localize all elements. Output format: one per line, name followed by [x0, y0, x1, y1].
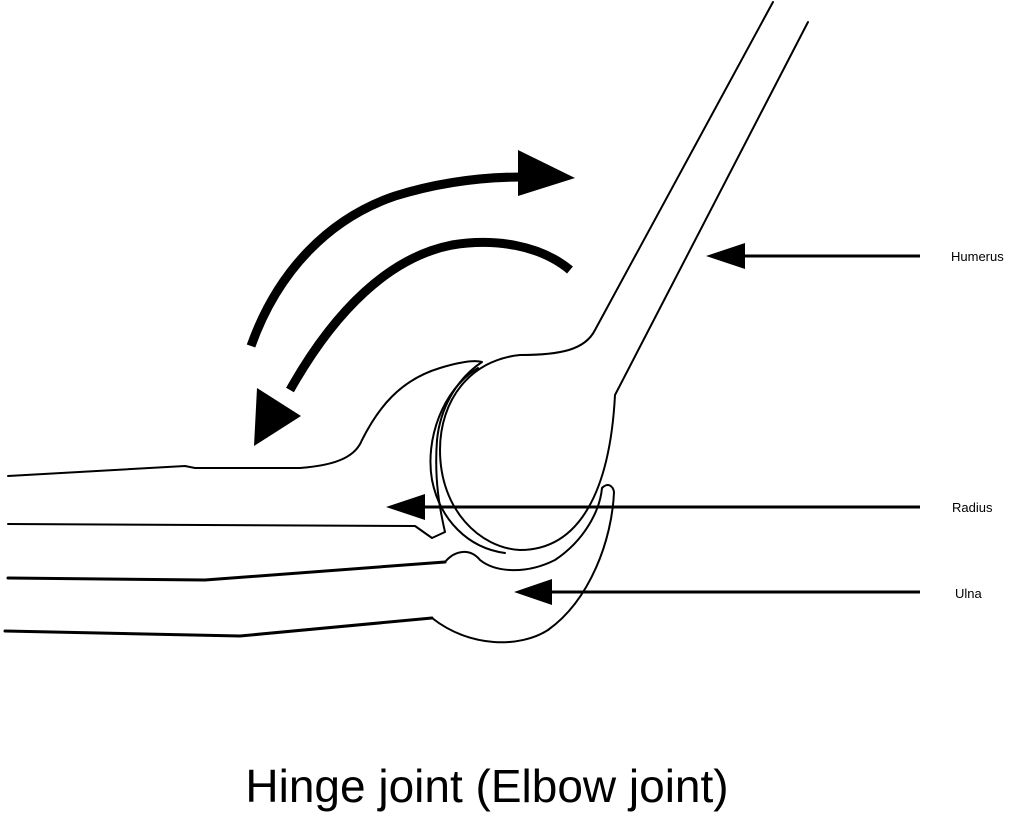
extension-arrow	[246, 150, 575, 348]
radius-bone	[7, 360, 483, 539]
radius-label: Radius	[952, 500, 993, 515]
humerus-pointer-arrow	[706, 243, 920, 269]
ulna-pointer-arrow	[514, 579, 920, 605]
ulna-bone	[3, 484, 615, 644]
radius-pointer-arrow	[386, 494, 920, 520]
diagram-title: Hinge joint (Elbow joint)	[245, 760, 728, 812]
humerus-bone	[429, 1, 809, 554]
ulna-label: Ulna	[955, 586, 983, 601]
flexion-arrow	[254, 237, 573, 446]
motion-arrows	[246, 150, 575, 446]
humerus-label: Humerus	[951, 249, 1004, 264]
